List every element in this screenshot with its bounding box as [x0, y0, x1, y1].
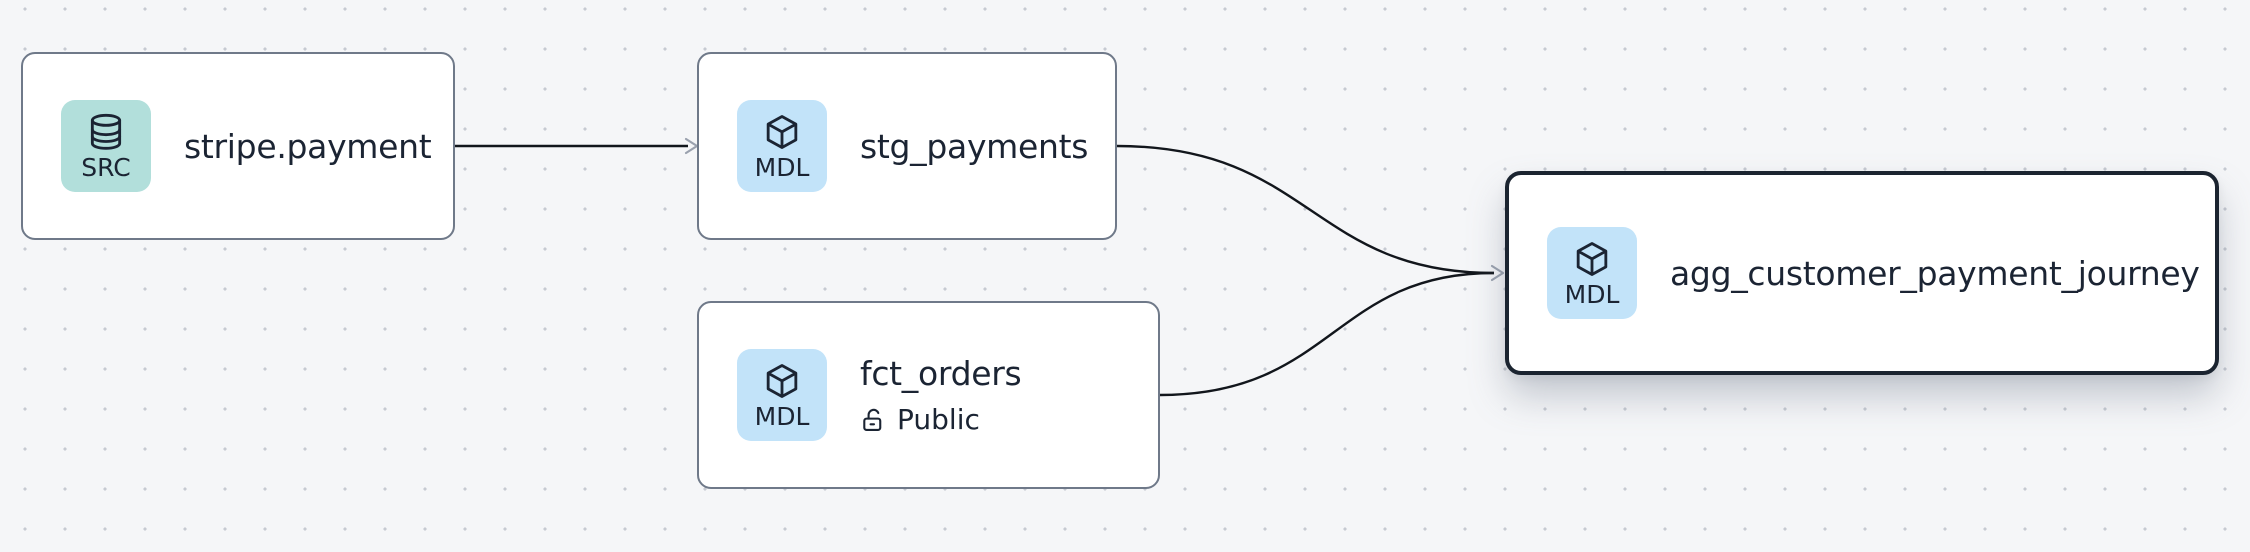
node-fct-orders[interactable]: MDL fct_orders Public [697, 301, 1160, 489]
edge-stg-payments-to-agg-customer-payment-journey[interactable] [1116, 144, 1495, 275]
database-icon [90, 113, 122, 150]
model-type-badge: MDL [737, 349, 827, 441]
badge-label: MDL [1564, 280, 1620, 309]
node-label: fct_orders [860, 354, 1022, 393]
cube-icon [766, 115, 798, 149]
badge-label: MDL [754, 153, 810, 182]
node-label: stripe.payment [184, 126, 432, 166]
unlock-icon [863, 408, 882, 431]
node-stg-payments[interactable]: MDL stg_payments [697, 52, 1117, 240]
model-type-badge: MDL [1547, 227, 1637, 319]
source-type-badge: SRC [61, 100, 151, 192]
badge-label: MDL [754, 402, 810, 431]
badge-label: SRC [81, 153, 131, 182]
node-stripe-payment[interactable]: SRC stripe.payment [21, 52, 455, 240]
node-label: stg_payments [860, 126, 1089, 166]
edge-fct-orders-to-agg-customer-payment-journey[interactable] [1159, 271, 1495, 397]
access-badge: Public [860, 403, 1021, 436]
node-agg-customer-payment-journey[interactable]: MDL agg_customer_payment_journey [1505, 171, 2219, 375]
cube-icon [766, 364, 798, 398]
access-label: Public [897, 403, 980, 436]
cube-icon [1576, 242, 1608, 276]
model-type-badge: MDL [737, 100, 827, 192]
node-label: agg_customer_payment_journey [1670, 253, 2200, 293]
